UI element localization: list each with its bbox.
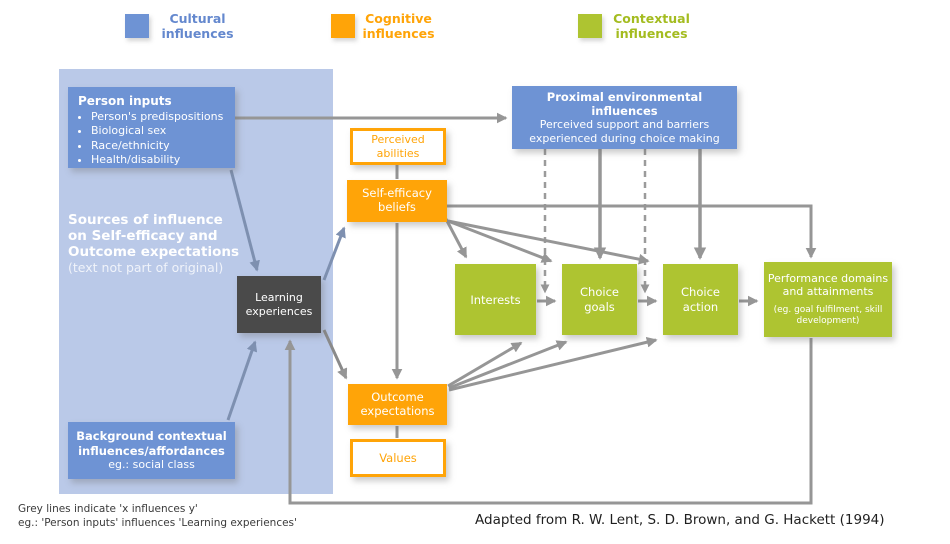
arrow-self-efficacy-to-choice-action — [447, 219, 650, 265]
legend-swatch-contextual — [578, 14, 602, 38]
arrow-self-efficacy-to-performance — [447, 204, 817, 259]
proximal-environmental-influences-box: Proximal environmental influences Percei… — [512, 86, 737, 149]
arrow-outcome-to-choice-action — [448, 336, 658, 392]
arrow-self-efficacy-to-choice-goals — [447, 219, 553, 263]
attribution-text: Adapted from R. W. Lent, S. D. Brown, an… — [475, 512, 885, 528]
background-subtitle: eg.: social class — [108, 458, 195, 471]
arrow-background-to-learning — [226, 340, 258, 421]
arrow-person-inputs-to-learning — [229, 169, 260, 272]
legend-label-cognitive: Cognitive influences — [362, 11, 435, 41]
background-contextual-box: Background contextual influences/afforda… — [68, 422, 235, 479]
proximal-subtitle: Perceived support and barriers experienc… — [529, 118, 720, 145]
perceived-abilities-box: Perceived abilities — [350, 128, 446, 165]
grey-lines-footnote: Grey lines indicate 'x influences y' eg.… — [18, 503, 297, 530]
person-inputs-bullet: Health/disability — [91, 153, 227, 167]
footnote-line1: Grey lines indicate 'x influences y' — [18, 503, 198, 515]
choice-action-box: Choice action — [663, 264, 738, 335]
legend-swatch-cognitive — [331, 14, 355, 38]
legend-label-contextual: Contextual influences — [613, 11, 690, 41]
person-inputs-box: Person inputs Person's predispositions B… — [68, 87, 235, 168]
background-title: Background contextual influences/afforda… — [76, 429, 227, 458]
person-inputs-bullets: Person's predispositions Biological sex … — [78, 110, 227, 166]
arrow-learning-to-outcome — [322, 329, 348, 380]
sources-note-text: Sources of influence on Self-efficacy an… — [68, 212, 239, 260]
person-inputs-title: Person inputs — [78, 94, 172, 108]
person-inputs-bullet: Race/ethnicity — [91, 139, 227, 153]
feedback-loop-performance-to-learning — [284, 338, 813, 505]
arrow-learning-to-self-efficacy — [322, 226, 346, 281]
person-inputs-bullet: Biological sex — [91, 124, 227, 138]
arrow-self-efficacy-to-interests — [444, 218, 468, 259]
sources-note-subtext: (text not part of original) — [68, 259, 224, 275]
performance-domains-box: Performance domains and attainments (eg.… — [764, 262, 892, 337]
values-box: Values — [350, 439, 446, 477]
legend-swatch-cultural — [125, 14, 149, 38]
performance-title: Performance domains and attainments — [767, 271, 889, 298]
person-inputs-bullet: Person's predispositions — [91, 110, 227, 124]
arrow-outcome-to-interests — [447, 341, 523, 388]
arrow-outcome-to-choice-goals — [448, 340, 568, 390]
footnote-line2: eg.: 'Person inputs' influences 'Learnin… — [18, 516, 297, 529]
legend-label-cultural: Cultural influences — [161, 11, 234, 41]
proximal-title: Proximal environmental influences — [546, 90, 703, 119]
outcome-expectations-box: Outcome expectations — [348, 384, 447, 425]
learning-experiences-box: Learning experiences — [237, 276, 321, 333]
interests-box: Interests — [455, 264, 536, 335]
performance-note: (eg. goal fulfilment, skill development) — [773, 304, 883, 327]
self-efficacy-beliefs-box: Self-efficacy beliefs — [347, 180, 447, 222]
sources-of-influence-note: Sources of influence on Self-efficacy an… — [68, 212, 298, 275]
choice-goals-box: Choice goals — [562, 264, 637, 335]
